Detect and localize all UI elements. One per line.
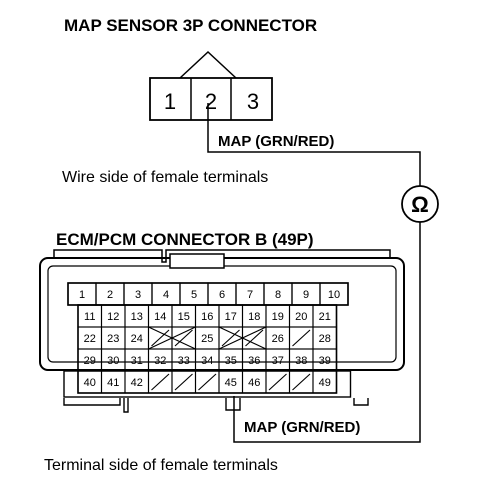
ohm-icon: Ω <box>411 192 429 217</box>
ecm-wire-label: MAP (GRN/RED) <box>244 419 360 436</box>
empty-cavity-mark <box>174 373 193 391</box>
ecm-pin-label: 6 <box>219 289 225 301</box>
ecm-pin-label: 14 <box>154 311 166 323</box>
ecm-pin-label: 40 <box>84 377 96 389</box>
map-pin-2: 2 <box>205 89 217 114</box>
ecm-pin-label: 10 <box>328 289 340 301</box>
ecm-pin-label: 17 <box>225 311 237 323</box>
ecm-pin-label: 8 <box>275 289 281 301</box>
ohmmeter: Ω <box>233 185 439 443</box>
ecm-pin-label: 30 <box>107 355 119 367</box>
ecm-pin-label: 16 <box>201 311 213 323</box>
ecm-pin-label: 39 <box>319 355 331 367</box>
empty-cavity-mark <box>292 373 311 391</box>
ecm-pin-label: 19 <box>272 311 284 323</box>
ecm-pin-label: 34 <box>201 355 213 367</box>
ecm-pin-label: 36 <box>248 355 260 367</box>
ecm-pin-label: 38 <box>295 355 307 367</box>
ecm-pin-map-terminal: 35 <box>225 355 237 367</box>
probe-wire-ecm <box>233 222 421 443</box>
map-sensor-title: MAP SENSOR 3P CONNECTOR <box>64 16 317 35</box>
empty-cavity-mark <box>245 329 264 347</box>
ecm-pin-label: 11 <box>84 311 95 323</box>
ecm-lock-tab <box>169 253 225 269</box>
ecm-pin-label: 7 <box>247 289 253 301</box>
ecm-pin-label: 13 <box>131 311 143 323</box>
empty-cavity-mark <box>268 373 287 391</box>
map-sensor-section: MAP SENSOR 3P CONNECTOR 1 2 3 MAP (GRN/R… <box>62 16 421 186</box>
empty-cavity-mark <box>151 329 170 347</box>
ecm-pin-label: 20 <box>295 311 307 323</box>
ecm-pin-label: 31 <box>131 355 143 367</box>
empty-cavity-mark <box>292 329 311 347</box>
blocked-cavity-mark <box>148 326 196 350</box>
ecm-pin-label: 41 <box>107 377 119 389</box>
blocked-cavity-mark <box>218 326 267 350</box>
ecm-pin-label: 15 <box>178 311 190 323</box>
ecm-pin-label: 46 <box>248 377 260 389</box>
ecm-pin-label: 9 <box>303 289 309 301</box>
ecm-pin-label: 28 <box>319 333 331 345</box>
ecm-pin-label: 3 <box>135 289 141 301</box>
ecm-caption: Terminal side of female terminals <box>44 457 278 474</box>
empty-cavity-mark <box>151 373 170 391</box>
ecm-pin-label: 22 <box>84 333 96 345</box>
map-pin-3: 3 <box>247 89 259 114</box>
ecm-pin-label: 5 <box>191 289 197 301</box>
ecm-pin-label: 4 <box>163 289 169 301</box>
map-sensor-connector <box>149 77 273 121</box>
empty-cavity-mark <box>174 329 193 347</box>
ecm-pin-label: 25 <box>201 333 213 345</box>
ecm-pin-label: 33 <box>178 355 190 367</box>
ecm-pin-label: 21 <box>319 311 331 323</box>
ecm-pin-label: 32 <box>154 355 166 367</box>
map-sensor-wire-label: MAP (GRN/RED) <box>218 133 334 150</box>
map-pin-1: 1 <box>164 89 176 114</box>
ecm-pin-label: 12 <box>107 311 119 323</box>
ecm-pin-label: 29 <box>84 355 96 367</box>
ecm-pin-label: 1 <box>79 289 85 301</box>
ecm-pin-label: 45 <box>225 377 237 389</box>
map-sensor-caption: Wire side of female terminals <box>62 169 268 186</box>
ecm-pin-label: 2 <box>107 289 113 301</box>
ecm-pin-label: 18 <box>248 311 260 323</box>
empty-cavity-mark <box>198 373 217 391</box>
ecm-title: ECM/PCM CONNECTOR B (49P) <box>56 230 314 249</box>
ecm-pin-label: 26 <box>272 333 284 345</box>
locking-tab <box>179 50 237 79</box>
ecm-pin-label: 49 <box>319 377 331 389</box>
probe-wire-sensor <box>207 103 421 186</box>
ecm-pin-label: 42 <box>131 377 143 389</box>
empty-cavity-mark <box>221 329 240 347</box>
ecm-pin-label: 24 <box>131 333 143 345</box>
ecm-pin-label: 23 <box>107 333 119 345</box>
ecm-pin-label: 37 <box>272 355 284 367</box>
